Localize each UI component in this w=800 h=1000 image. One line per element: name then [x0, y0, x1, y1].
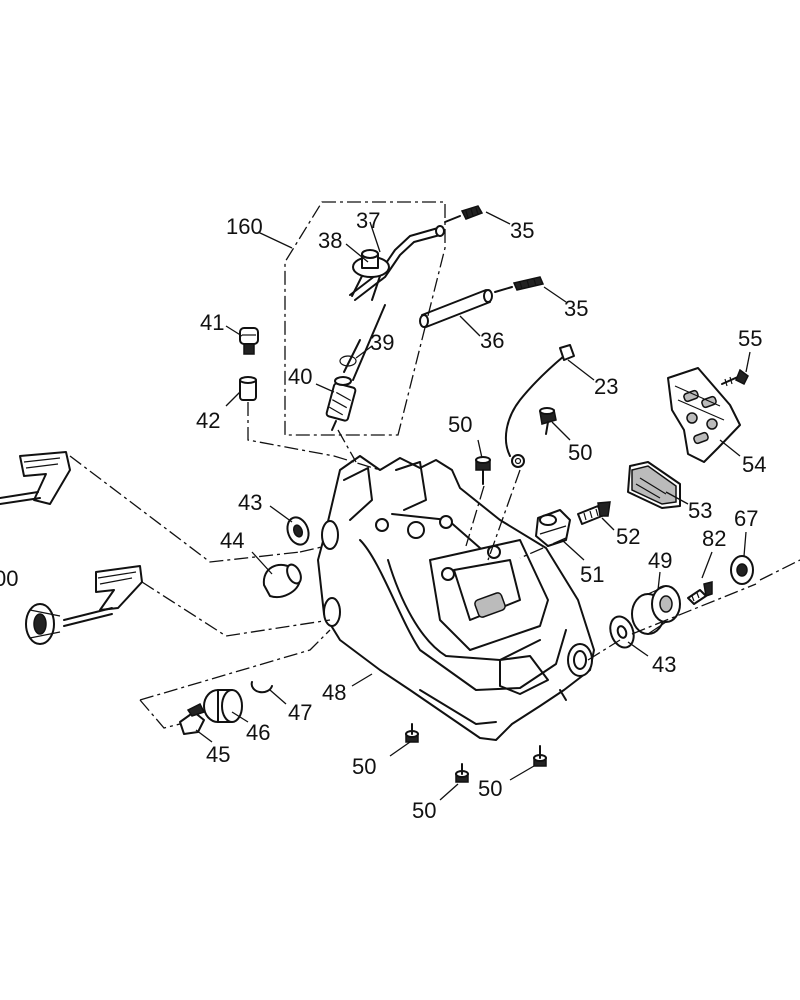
- part-23-wire: [504, 344, 575, 468]
- label-00-cut: 00: [0, 566, 18, 591]
- label-43-right: 43: [652, 652, 676, 677]
- part-40-fuel-filter: [325, 304, 386, 431]
- label-82: 82: [702, 526, 726, 551]
- label-160: 160: [226, 214, 263, 239]
- part-53-pad: [627, 461, 681, 509]
- part-67-washer: [730, 555, 754, 585]
- part-36-hose: [419, 289, 493, 328]
- part-38-fitting: [351, 249, 390, 301]
- part-43-washer-a: [286, 516, 310, 546]
- part-handle-lower: [25, 565, 143, 645]
- part-45-grommet: [179, 702, 206, 735]
- label-35-upper: 35: [510, 218, 534, 243]
- part-42-spacer: [239, 376, 257, 401]
- label-52: 52: [616, 524, 640, 549]
- part-35-fitting-lower: [494, 276, 545, 293]
- label-37: 37: [356, 208, 380, 233]
- label-23: 23: [594, 374, 618, 399]
- part-labels: 160 37 38 35 35 36 39 40 41 42 23 55 54 …: [0, 208, 766, 823]
- part-49-mount: [631, 585, 681, 635]
- part-44-bulb: [262, 563, 302, 598]
- label-51: 51: [580, 562, 604, 587]
- part-50-screw-b: [539, 407, 557, 435]
- label-50-bottom-right: 50: [478, 776, 502, 801]
- label-41: 41: [200, 310, 224, 335]
- part-43-washer-b: [609, 615, 635, 649]
- part-55-screw: [721, 368, 749, 387]
- label-35-lower: 35: [564, 296, 588, 321]
- label-50-top: 50: [448, 412, 472, 437]
- part-37-fuel-pipe: [349, 225, 445, 301]
- label-39: 39: [370, 330, 394, 355]
- label-55: 55: [738, 326, 762, 351]
- label-48: 48: [322, 680, 346, 705]
- part-47-clip: [250, 681, 273, 694]
- fuel-kit-boundary: [284, 201, 446, 436]
- part-51-block: [535, 509, 571, 547]
- label-50-right: 50: [568, 440, 592, 465]
- part-52-screw: [577, 501, 611, 525]
- label-36: 36: [480, 328, 504, 353]
- label-40: 40: [288, 364, 312, 389]
- part-50-screw-e: [533, 745, 547, 767]
- label-50-bottom-left: 50: [352, 754, 376, 779]
- label-49: 49: [648, 548, 672, 573]
- part-54-plate: [667, 367, 741, 463]
- part-46-cap: [203, 689, 243, 723]
- label-42: 42: [196, 408, 220, 433]
- leader-lines: [195, 211, 751, 801]
- assembly-guides: [69, 402, 800, 729]
- label-50-bottom-mid: 50: [412, 798, 436, 823]
- label-46: 46: [246, 720, 270, 745]
- part-handle-upper: [0, 451, 71, 505]
- part-82-screw: [687, 581, 713, 605]
- label-44: 44: [220, 528, 244, 553]
- label-53: 53: [688, 498, 712, 523]
- label-47: 47: [288, 700, 312, 725]
- part-50-screw-c: [405, 723, 419, 743]
- label-43-left: 43: [238, 490, 262, 515]
- label-38: 38: [318, 228, 342, 253]
- part-41-cap: [239, 327, 259, 355]
- part-50-screw-a: [475, 456, 491, 485]
- label-45: 45: [206, 742, 230, 767]
- label-54: 54: [742, 452, 766, 477]
- part-50-screw-d: [455, 763, 469, 783]
- part-35-fitting-upper: [444, 205, 484, 223]
- label-67: 67: [734, 506, 758, 531]
- part-48-crankcase: [317, 455, 595, 741]
